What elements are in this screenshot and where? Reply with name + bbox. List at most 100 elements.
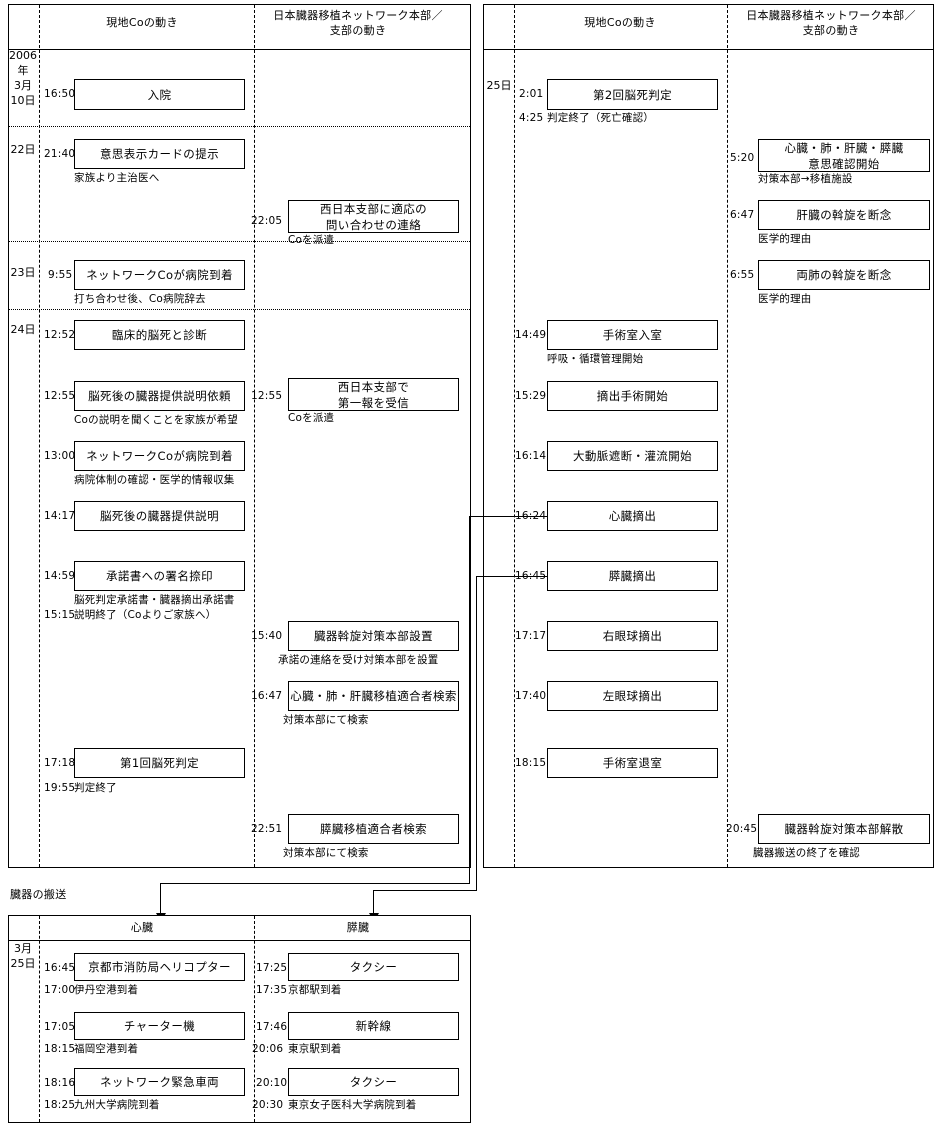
left-panel-column-divider <box>254 5 255 867</box>
event-time: 22:51 <box>251 823 283 835</box>
plain-event-time: 19:55 <box>44 782 76 794</box>
event-box: 脳死後の臓器提供説明 <box>74 501 245 531</box>
event-time: 17:40 <box>515 690 547 702</box>
transport-arrive-time: 17:35 <box>256 984 288 996</box>
event-box: 心臓・肺・肝臓・膵臓 意思確認開始 <box>758 139 930 172</box>
transport-arrive-time: 20:30 <box>252 1099 284 1111</box>
event-title: ネットワークCoが病院到着 <box>86 268 233 282</box>
transport-title: 新幹線 <box>355 1019 392 1033</box>
event-title: 西日本支部で 第一報を受信 <box>337 379 410 410</box>
transport-time: 18:16 <box>44 1077 76 1089</box>
plain-event-text: 判定終了 <box>74 782 117 794</box>
event-time: 14:59 <box>44 570 76 582</box>
event-time: 13:00 <box>44 450 76 462</box>
event-time: 6:55 <box>730 269 755 281</box>
event-box: 摘出手術開始 <box>547 381 718 411</box>
event-box-heart-removal: 心臓摘出 <box>547 501 718 531</box>
event-time: 21:40 <box>44 148 76 160</box>
event-note: Coを派遣 <box>288 234 335 246</box>
transport-arrive-time: 18:25 <box>44 1099 76 1111</box>
transport-arrive-text: 東京女子医科大学病院到着 <box>288 1099 417 1111</box>
event-time: 5:20 <box>730 152 755 164</box>
event-box: 臨床的脳死と診断 <box>74 320 245 350</box>
transport-day-label: 3月 25日 <box>10 942 36 970</box>
event-note: Coの説明を聞くことを家族が希望 <box>74 414 238 426</box>
event-time: 22:05 <box>251 215 283 227</box>
event-box: 膵臓移植適合者検索 <box>288 814 459 844</box>
right-panel-day-label-0: 25日 <box>486 79 512 92</box>
transport-caption: 臓器の搬送 <box>10 888 67 901</box>
right-panel-header-network-hq: 日本臓器移植ネットワーク本部／ 支部の動き <box>746 9 916 37</box>
transport-box: タクシー <box>288 953 459 981</box>
transport-arrive-text: 京都駅到着 <box>288 984 342 996</box>
event-box: 第2回脳死判定 <box>547 79 718 110</box>
event-note: 承諾の連絡を受け対策本部を設置 <box>278 654 439 666</box>
event-title: 脳死後の臓器提供説明依頼 <box>88 389 231 403</box>
event-box: ネットワークCoが病院到着 <box>74 441 245 471</box>
event-title: 第2回脳死判定 <box>592 87 673 102</box>
left-panel-day-label-3: 24日 <box>10 323 36 336</box>
event-box: 脳死後の臓器提供説明依頼 <box>74 381 245 411</box>
event-note: 医学的理由 <box>758 233 812 245</box>
event-time: 2:01 <box>519 88 544 100</box>
event-title: 両肺の斡旋を断念 <box>796 268 892 282</box>
right-panel-day-divider <box>514 5 515 867</box>
event-box: 大動脈遮断・灌流開始 <box>547 441 718 471</box>
event-note: 臓器搬送の終了を確認 <box>753 847 860 859</box>
transport-header-rule <box>9 940 470 941</box>
left-panel-day-label-1: 22日 <box>10 143 36 156</box>
event-title: 右眼球摘出 <box>602 629 663 643</box>
transport-box: チャーター機 <box>74 1012 245 1040</box>
event-box: 第1回脳死判定 <box>74 748 245 778</box>
transport-arrive-text: 九州大学病院到着 <box>74 1099 160 1111</box>
event-title: 摘出手術開始 <box>596 389 669 403</box>
pancreas-connector-horizontal <box>476 576 547 577</box>
transport-day-divider <box>39 916 40 1122</box>
event-box: 両肺の斡旋を断念 <box>758 260 930 290</box>
transport-box: タクシー <box>288 1068 459 1096</box>
transport-header-pancreas: 膵臓 <box>346 921 370 934</box>
event-time: 16:50 <box>44 88 76 100</box>
transport-arrive-time: 17:00 <box>44 984 76 996</box>
transport-title: タクシー <box>349 960 398 974</box>
heart-connector-vertical-2 <box>160 883 161 915</box>
event-time: 15:40 <box>251 630 283 642</box>
event-note: 家族より主治医へ <box>74 172 160 184</box>
transport-header-heart: 心臓 <box>130 921 154 934</box>
event-box: 西日本支部に適応の 問い合わせの連絡 <box>288 200 459 233</box>
left-panel-header-local-co: 現地Coの動き <box>106 16 178 29</box>
event-note: 脳死判定承諾書・臓器摘出承諾書 <box>74 594 235 606</box>
transport-arrive-text: 福岡空港到着 <box>74 1043 139 1055</box>
left-panel-day-label-0: 2006年 3月 10日 <box>9 49 37 107</box>
event-box-pancreas-removal: 膵臓摘出 <box>547 561 718 591</box>
event-title: 心臓・肺・肝臓移植適合者検索 <box>290 689 457 703</box>
event-note: 対策本部→移植施設 <box>758 173 853 185</box>
event-title: 大動脈遮断・灌流開始 <box>573 449 692 463</box>
pancreas-connector-horizontal-2 <box>373 890 477 891</box>
plain-event-text: 判定終了（死亡確認） <box>547 112 654 124</box>
right-panel-header-local-co: 現地Coの動き <box>584 16 656 29</box>
left-panel-day-label-2: 23日 <box>10 266 36 279</box>
event-title: 左眼球摘出 <box>602 689 663 703</box>
event-title: 第1回脳死判定 <box>119 756 200 770</box>
plain-event-time: 4:25 <box>519 112 544 124</box>
transport-time: 17:46 <box>256 1021 288 1033</box>
event-box: 臓器斡旋対策本部設置 <box>288 621 459 651</box>
heart-connector-horizontal <box>469 516 547 517</box>
transport-time: 17:05 <box>44 1021 76 1033</box>
heart-connector-horizontal-2 <box>160 883 470 884</box>
transport-arrive-time: 20:06 <box>252 1043 284 1055</box>
event-box: 肝臓の斡旋を断念 <box>758 200 930 230</box>
left-panel-header-network-hq: 日本臓器移植ネットワーク本部／ 支部の動き <box>273 9 443 37</box>
event-note: 呼吸・循環管理開始 <box>547 353 644 365</box>
plain-event-time: 15:15 <box>44 609 76 621</box>
transport-arrive-text: 伊丹空港到着 <box>74 984 139 996</box>
transport-arrive-text: 東京駅到着 <box>288 1043 342 1055</box>
event-box: 心臓・肺・肝臓移植適合者検索 <box>288 681 459 711</box>
pancreas-connector-vertical-2 <box>373 890 374 915</box>
event-box: 左眼球摘出 <box>547 681 718 711</box>
event-box: 手術室退室 <box>547 748 718 778</box>
event-time: 6:47 <box>730 209 755 221</box>
event-time: 14:49 <box>515 329 547 341</box>
left-panel-day-rule-3 <box>9 309 470 310</box>
